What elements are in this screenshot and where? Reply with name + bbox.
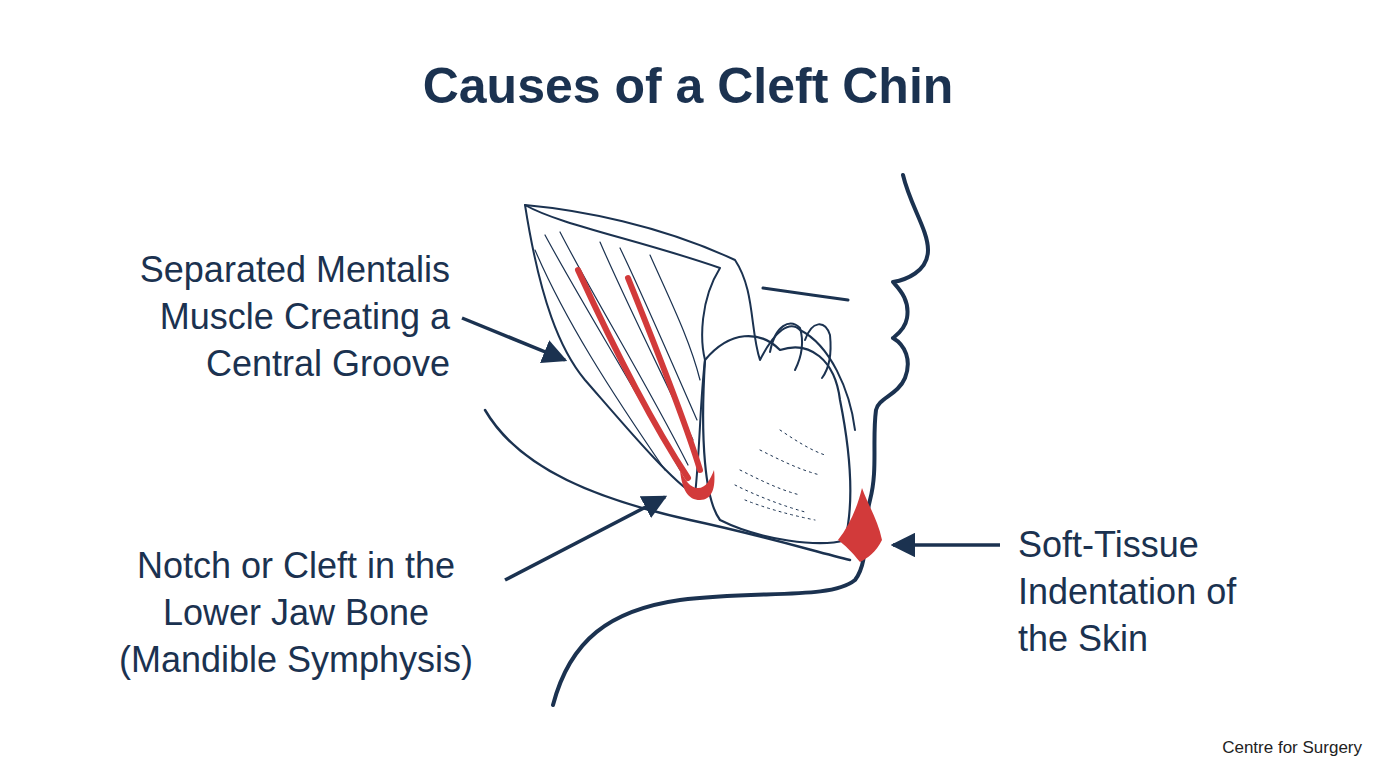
muscle-separation [578,270,688,478]
bone-texture [735,430,825,520]
watermark: Centre for Surgery [1150,737,1362,759]
leader-arrow [893,543,1000,547]
leader-arrow [505,497,665,580]
lip-line [763,288,848,300]
face-profile [553,175,928,705]
skin-indentation [838,488,882,562]
jaw-line [485,410,850,560]
callout-label: Separated Mentalis Muscle Creating a Cen… [88,247,450,387]
callout-label: Soft-Tissue Indentation of the Skin [1018,522,1290,662]
diagram-title: Causes of a Cleft Chin [188,56,1188,116]
mentalis-muscle [525,205,720,495]
incisor-teeth [770,324,831,378]
muscle-separation [628,278,700,470]
bone-notch [680,470,714,500]
callout-label: Notch or Cleft in the Lower Jaw Bone (Ma… [94,543,498,683]
leader-arrow [462,318,565,360]
skin-layer [525,205,855,430]
